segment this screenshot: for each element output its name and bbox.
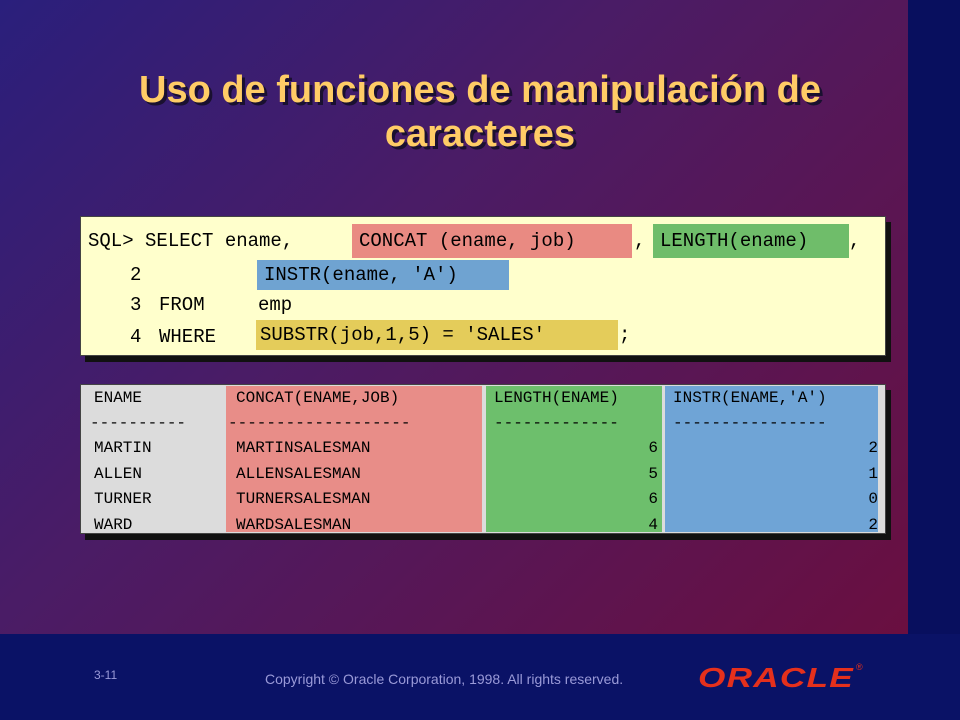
result-header-concat: CONCAT(ENAME,JOB)	[236, 389, 400, 407]
result-separator-ename: ----------	[90, 414, 187, 432]
result-separator-instr: ----------------	[673, 414, 827, 432]
sql-comma-2: ,	[849, 230, 861, 252]
title-line-1: Uso de funciones de manipulación de	[139, 69, 821, 111]
sql-line3-number: 3	[130, 294, 142, 316]
sql-table-name: emp	[258, 294, 293, 316]
page-number: 3-11	[94, 668, 118, 682]
sql-line2-number: 2	[130, 264, 142, 286]
table-row-2-length: 5	[648, 465, 658, 483]
instr-column-highlight	[665, 386, 878, 532]
table-row-1-ename: MARTIN	[94, 439, 152, 457]
table-row-4-length: 4	[648, 516, 658, 534]
right-bar	[908, 0, 960, 634]
table-row-2-ename: ALLEN	[94, 465, 143, 483]
concat-column-highlight	[226, 386, 482, 532]
sql-semicolon: ;	[619, 324, 631, 346]
table-row-4-ename: WARD	[94, 516, 133, 534]
sql-length: LENGTH(ename)	[660, 230, 809, 252]
table-row-2-instr: 1	[868, 465, 878, 483]
table-row-1-concat: MARTINSALESMAN	[236, 439, 371, 457]
result-header-instr: INSTR(ENAME,'A')	[673, 389, 827, 407]
oracle-logo: ORACLE ®	[698, 662, 863, 693]
table-row-4-instr: 2	[868, 516, 878, 534]
table-row-3-ename: TURNER	[94, 490, 152, 508]
table-row-1-instr: 2	[868, 439, 878, 457]
result-separator-concat: -------------------	[228, 414, 411, 432]
sql-concat: CONCAT (ename, job)	[359, 230, 576, 252]
table-row-1-length: 6	[648, 439, 658, 457]
table-row-3-instr: 0	[868, 490, 878, 508]
sql-instr: INSTR(ename, 'A')	[264, 264, 458, 286]
table-row-2-concat: ALLENSALESMAN	[236, 465, 361, 483]
registered-mark: ®	[856, 662, 863, 672]
substr-highlight	[256, 320, 618, 350]
concat-highlight	[352, 224, 632, 258]
footer-bar	[0, 634, 960, 720]
sql-line1-prefix: SQL> SELECT ename,	[88, 230, 294, 252]
length-column-highlight	[486, 386, 662, 532]
table-row-4-concat: WARDSALESMAN	[236, 516, 352, 534]
result-separator-length: -------------	[494, 414, 619, 432]
copyright-notice: Copyright © Oracle Corporation, 1998. Al…	[265, 671, 624, 687]
table-row-3-concat: TURNERSALESMAN	[236, 490, 371, 508]
table-row-3-length: 6	[648, 490, 658, 508]
result-header-length: LENGTH(ENAME)	[494, 389, 619, 407]
slide-title: Uso de funciones de manipulación de cara…	[30, 68, 930, 156]
sql-from-keyword: FROM	[159, 294, 205, 316]
sql-line4-number: 4	[130, 326, 142, 348]
instr-highlight	[257, 260, 509, 290]
title-line-2: caracteres	[384, 113, 576, 155]
sql-where-keyword: WHERE	[159, 326, 217, 348]
oracle-logo-text: ORACLE	[698, 662, 854, 693]
sql-substr: SUBSTR(job,1,5) = 'SALES'	[260, 324, 546, 346]
result-header-ename: ENAME	[94, 389, 143, 407]
length-highlight	[653, 224, 849, 258]
sql-comma-1: ,	[634, 230, 646, 252]
